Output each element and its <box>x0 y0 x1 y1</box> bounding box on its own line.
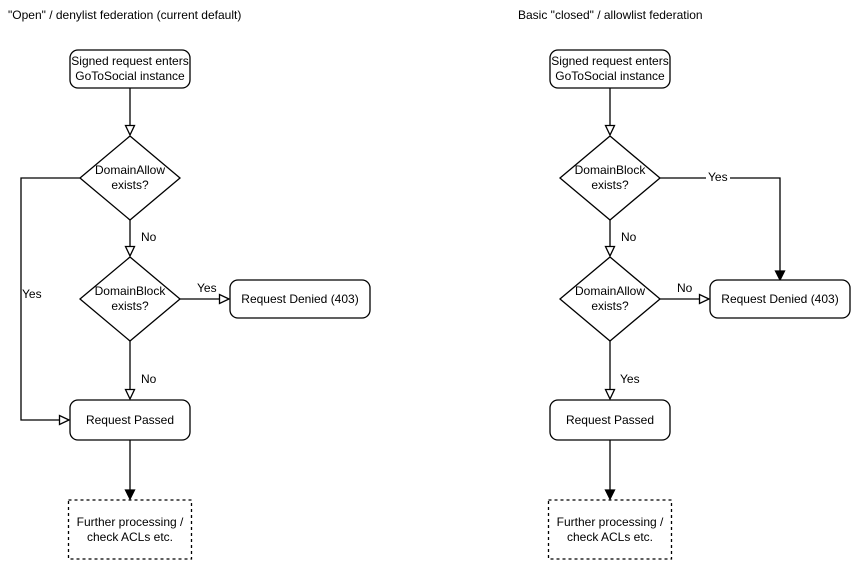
passed-node-shape <box>69 399 191 441</box>
arrowhead-open-icon <box>124 388 136 401</box>
arrowhead-open-icon <box>604 124 616 137</box>
decision2-diamond-shape <box>78 256 182 342</box>
flowchart-closed-allowlist <box>547 49 851 560</box>
chart-title-left: "Open" / denylist federation (current de… <box>8 8 242 22</box>
arrowhead-open-icon <box>698 293 711 305</box>
denied-node-shape <box>709 279 851 319</box>
decision1-diamond-shape <box>78 135 182 221</box>
arrowhead-solid-icon <box>604 489 616 501</box>
start-node-shape <box>549 49 671 89</box>
chart-title-right: Basic "closed" / allowlist federation <box>518 8 703 22</box>
arrowhead-solid-icon <box>774 270 786 282</box>
arrowhead-solid-icon <box>124 489 136 501</box>
start-node-shape <box>69 49 191 89</box>
decision2-diamond-shape <box>558 256 662 342</box>
flowchart-open-denylist <box>20 49 371 560</box>
arrowhead-open-icon <box>604 245 616 258</box>
arrowhead-open-icon <box>58 414 71 426</box>
edge-decision1-yes <box>660 177 781 271</box>
arrowhead-open-icon <box>124 124 136 137</box>
denied-node-shape <box>229 279 371 319</box>
arrowhead-open-icon <box>604 388 616 401</box>
edge-decision1-yes <box>20 177 80 421</box>
decision1-diamond-shape <box>558 135 662 221</box>
arrowhead-open-icon <box>218 293 231 305</box>
arrowhead-open-icon <box>124 245 136 258</box>
further-node-shape <box>67 499 193 560</box>
further-node-shape <box>547 499 673 560</box>
passed-node-shape <box>549 399 671 441</box>
